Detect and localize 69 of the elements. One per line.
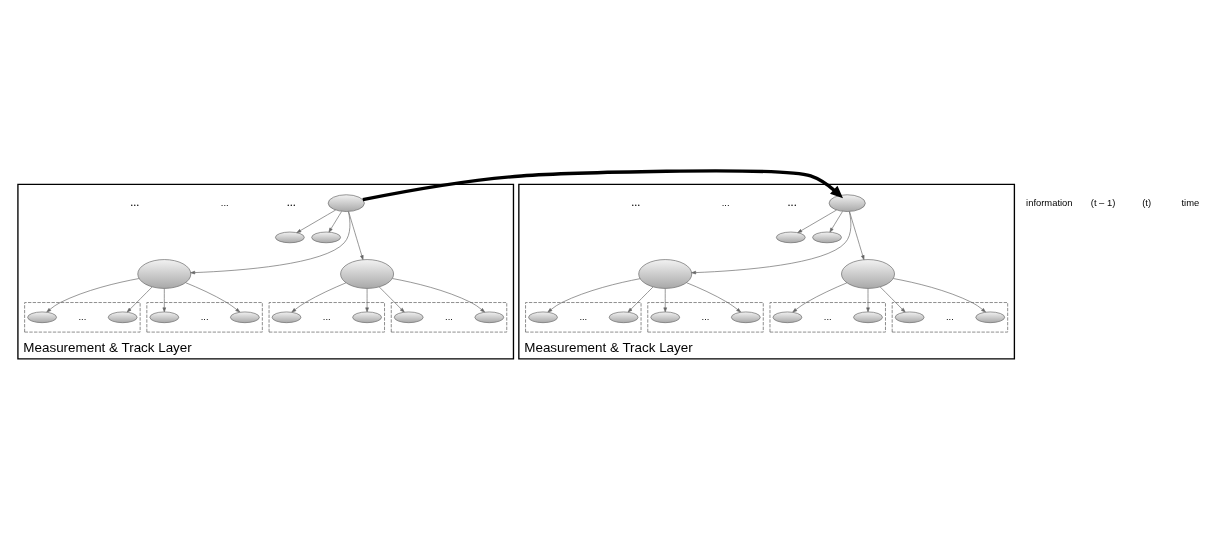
node-ellipse [137,258,192,289]
arrow [849,210,865,260]
label: ... [787,194,797,209]
label: time [1181,196,1200,208]
node-ellipse [107,311,138,323]
arrow [686,281,741,312]
label: ... [286,194,296,209]
arrow [392,277,485,312]
label: ... [823,310,832,322]
node-ellipse [311,231,341,243]
label: ... [701,310,710,322]
arrow [46,277,140,312]
node-ellipse [638,258,693,289]
node-ellipse [812,231,842,243]
node-ellipse [841,258,895,289]
arrow [362,168,843,201]
node-ellipse [27,311,57,323]
arrow [866,287,870,312]
node-ellipse [230,311,260,323]
node-ellipse [731,311,761,323]
label: ... [721,196,730,208]
node-ellipse [149,311,180,323]
node-ellipse [393,311,424,323]
node-ellipse [894,311,925,323]
label: ... [946,310,954,322]
arrow [879,286,906,312]
node-ellipse [975,311,1005,323]
node-ellipse [776,231,806,243]
label: ... [631,194,641,209]
arrow [162,287,167,312]
node-ellipse [271,311,302,323]
arrow [893,277,986,312]
arrow [627,286,654,312]
label: ... [579,310,588,322]
label: ... [220,196,229,208]
arrow [365,287,369,312]
arrow [547,277,641,312]
arrow [328,210,342,232]
arrow [379,286,405,312]
label: (t – 1) [1090,196,1116,208]
node-ellipse [853,311,883,323]
node-ellipse [352,311,382,323]
label: ... [130,194,140,209]
arrow [185,281,241,312]
arrow [797,209,837,233]
arrow [829,210,843,232]
arrow [291,282,347,312]
node-ellipse [340,258,394,289]
label: information [1026,196,1073,208]
arrow [691,210,852,274]
label: ... [445,310,453,322]
node-ellipse [650,311,680,323]
label: (t) [1142,196,1152,208]
node-ellipse [828,193,866,212]
label: ... [322,310,331,322]
arrow [663,287,667,312]
node-ellipse [772,311,803,323]
node-ellipse [528,311,558,323]
node-ellipse [327,193,365,212]
arrow [126,286,153,312]
node-ellipse [275,231,305,243]
arrow [792,282,848,312]
label: ... [78,310,87,322]
arrow [296,209,336,233]
node-ellipse [474,311,505,323]
node-ellipse [608,311,639,323]
label: ... [200,310,209,322]
arrow [190,210,351,274]
arrow [348,210,364,260]
